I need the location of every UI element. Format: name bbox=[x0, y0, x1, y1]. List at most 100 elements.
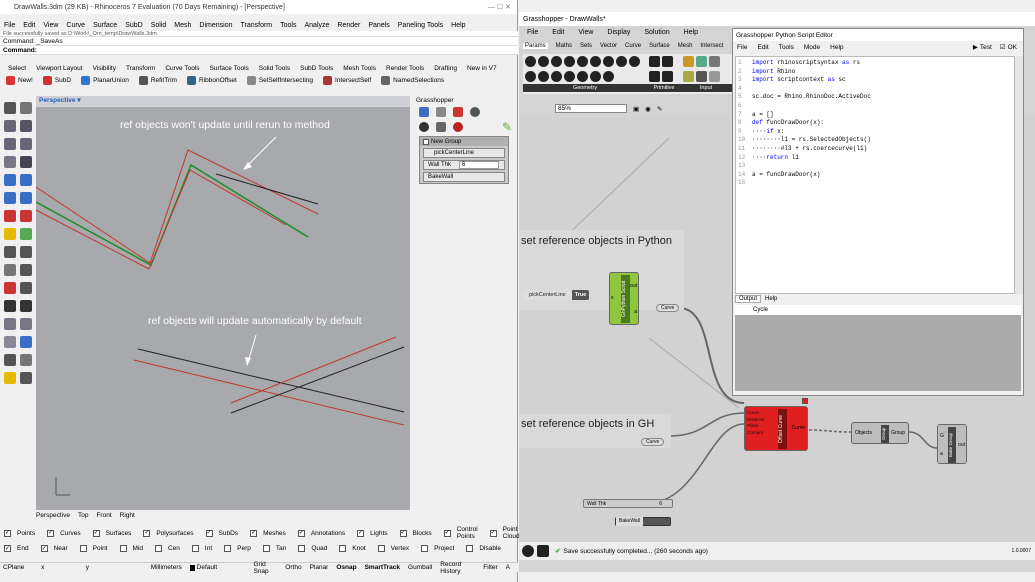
refittrim-button[interactable]: RefitTrim bbox=[138, 76, 177, 85]
checkbox-icon[interactable]: ✓ bbox=[250, 529, 258, 537]
checkbox-icon[interactable]: ✓ bbox=[92, 529, 100, 537]
offset-input-curve[interactable]: Curve bbox=[747, 410, 760, 415]
toggle-filter[interactable]: Filter bbox=[483, 564, 498, 571]
green-polyline-top[interactable] bbox=[36, 163, 309, 267]
osnap-mid[interactable]: Mid bbox=[119, 545, 149, 552]
checkbox-icon[interactable] bbox=[298, 545, 306, 552]
field-param-icon[interactable] bbox=[577, 71, 588, 82]
py-output-out[interactable]: out bbox=[630, 283, 637, 289]
checkbox-icon[interactable]: ✓ bbox=[4, 529, 11, 537]
mesh-icon[interactable] bbox=[20, 228, 32, 240]
offset-icon[interactable] bbox=[20, 282, 32, 294]
subd-button[interactable]: SubD bbox=[42, 76, 71, 85]
osnap-project[interactable]: Project bbox=[421, 545, 460, 552]
group-output[interactable]: Group bbox=[891, 430, 905, 436]
gh-menu-item[interactable]: Help bbox=[683, 29, 699, 36]
group-input-objects[interactable]: Objects bbox=[855, 430, 872, 436]
pick-param[interactable]: pickCenterLine True bbox=[523, 290, 590, 300]
dimension-icon[interactable] bbox=[20, 336, 32, 348]
osnap-near[interactable]: ✓Near bbox=[40, 545, 74, 552]
group-toggle-icon[interactable] bbox=[423, 138, 429, 145]
layer-swatch-icon[interactable] bbox=[189, 564, 195, 571]
tab-perspective[interactable]: Perspective bbox=[36, 512, 70, 519]
arc-icon[interactable] bbox=[20, 138, 32, 150]
solver-icon[interactable] bbox=[453, 107, 463, 117]
code-line[interactable]: 15 bbox=[738, 179, 1012, 188]
offset-input-distance[interactable]: Distance bbox=[747, 416, 765, 422]
ghpython-component[interactable]: x GhPython Script out a bbox=[609, 272, 639, 325]
join-icon[interactable] bbox=[4, 264, 16, 276]
filter-blocks[interactable]: ✓Blocks bbox=[399, 529, 438, 537]
preview-eye-icon[interactable]: ◉ bbox=[645, 105, 651, 113]
code-line[interactable]: 4 bbox=[738, 85, 1012, 94]
pencil-icon[interactable]: ✎ bbox=[501, 120, 512, 134]
sketch-icon[interactable]: ✎ bbox=[656, 105, 663, 113]
transform-icon[interactable] bbox=[4, 228, 16, 240]
line-param-icon[interactable] bbox=[590, 56, 601, 67]
red-polyline-top[interactable] bbox=[36, 149, 319, 264]
tab-top[interactable]: Top bbox=[77, 512, 89, 519]
gh-icon[interactable] bbox=[419, 107, 429, 117]
checkbox-icon[interactable]: ✓ bbox=[4, 545, 11, 552]
explode-icon[interactable] bbox=[20, 264, 32, 276]
tab-output[interactable]: Output bbox=[735, 295, 762, 303]
osnap-cen[interactable]: Cen bbox=[154, 545, 186, 552]
bake-input-a[interactable]: a bbox=[940, 451, 943, 457]
editor-menu-item[interactable]: Help bbox=[830, 43, 844, 51]
offset-line-b[interactable] bbox=[230, 336, 397, 404]
filter-meshes[interactable]: ✓Meshes bbox=[250, 529, 292, 537]
menu-item[interactable]: Mesh bbox=[174, 22, 192, 29]
slider-value[interactable]: 6 bbox=[459, 161, 500, 169]
checkbox-icon[interactable]: ✓ bbox=[357, 529, 365, 537]
rectangle-icon[interactable] bbox=[4, 156, 16, 168]
trim-icon[interactable] bbox=[4, 246, 16, 258]
recompute-icon[interactable] bbox=[470, 107, 480, 117]
checkbox-icon[interactable] bbox=[262, 545, 270, 552]
menu-item[interactable]: Help bbox=[451, 22, 466, 29]
gh-menu-item[interactable]: Solution bbox=[644, 29, 670, 36]
py-input-x[interactable]: x bbox=[611, 295, 614, 301]
filter-surfaces[interactable]: ✓Surfaces bbox=[92, 529, 138, 537]
curve-output-param[interactable]: Curve bbox=[656, 304, 680, 312]
arc-param-icon[interactable] bbox=[564, 56, 575, 67]
fillet-icon[interactable] bbox=[4, 282, 16, 294]
menu-item[interactable]: Tools bbox=[280, 22, 297, 29]
panel-icon[interactable] bbox=[709, 56, 720, 67]
render-icon[interactable] bbox=[4, 372, 16, 384]
tab-curve[interactable]: Curve bbox=[625, 43, 642, 49]
checkbox-icon[interactable]: ✓ bbox=[143, 529, 151, 537]
toolbar-tab[interactable]: Visibility bbox=[92, 65, 116, 72]
offset-output-curve[interactable]: Curve bbox=[791, 425, 805, 431]
geometry-param-icon[interactable] bbox=[564, 71, 575, 82]
split-icon[interactable] bbox=[20, 246, 32, 258]
value-list-icon[interactable] bbox=[709, 71, 720, 82]
toolbar-tab[interactable]: Solid Tools bbox=[258, 65, 291, 72]
zoom-select[interactable]: 85% bbox=[555, 104, 627, 113]
subd-tool-icon[interactable] bbox=[20, 210, 32, 222]
toolbar-tab[interactable]: Surface Tools bbox=[209, 65, 249, 72]
code-line[interactable]: 13 bbox=[738, 162, 1012, 171]
menu-item[interactable]: Surface bbox=[93, 22, 118, 29]
ref-line-top[interactable] bbox=[215, 173, 319, 205]
editor-menu-item[interactable]: Tools bbox=[778, 43, 794, 51]
osnap-point[interactable]: Point bbox=[79, 545, 114, 552]
copy-icon[interactable] bbox=[20, 300, 32, 312]
slider-icon[interactable] bbox=[683, 56, 694, 67]
toggle-record-history[interactable]: Record History bbox=[440, 560, 462, 575]
analyze-icon[interactable] bbox=[20, 354, 32, 366]
offset-line-a[interactable] bbox=[133, 359, 405, 426]
menu-item[interactable]: Solid bbox=[150, 22, 167, 29]
checkbox-icon[interactable]: ✓ bbox=[443, 529, 451, 537]
preview-icon[interactable] bbox=[436, 107, 446, 117]
save-status-icon[interactable] bbox=[537, 545, 549, 557]
osnap-end[interactable]: ✓End bbox=[4, 545, 35, 552]
menu-item[interactable]: Render bbox=[337, 22, 361, 29]
save-icon[interactable]: ▣ bbox=[633, 105, 640, 113]
osnap-vertex[interactable]: Vertex bbox=[377, 545, 415, 552]
checkbox-icon[interactable] bbox=[191, 545, 199, 552]
